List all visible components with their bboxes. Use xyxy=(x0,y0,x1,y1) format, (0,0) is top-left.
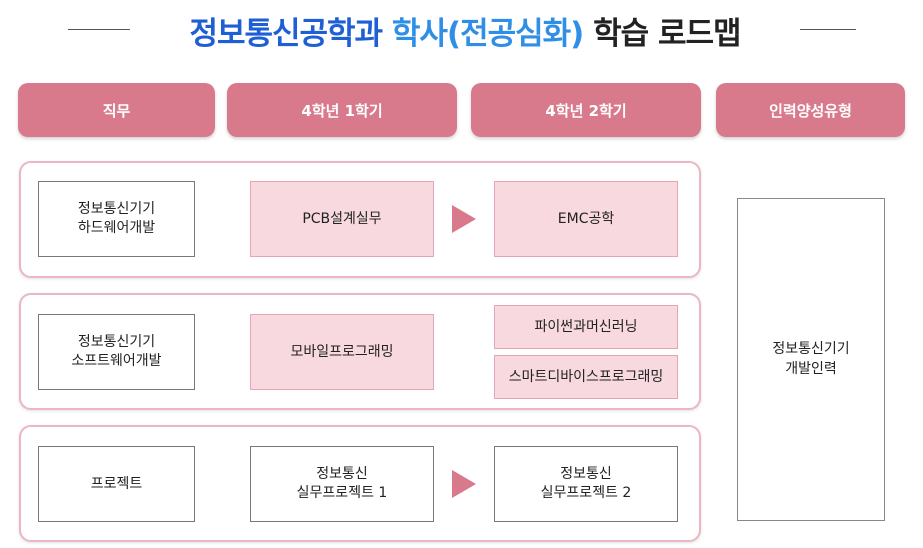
header-job: 직무 xyxy=(18,83,215,137)
course-project-1: 정보통신 실무프로젝트 1 xyxy=(250,446,434,522)
title-roadmap: 학습 로드맵 xyxy=(593,16,741,52)
course-mobile-programming: 모바일프로그래밍 xyxy=(250,314,434,390)
title-line-left xyxy=(68,29,130,30)
arrow-right-icon xyxy=(452,470,476,498)
page-title: 정보통신공학과 학사(전공심화) 학습 로드맵 xyxy=(130,8,800,53)
job-project: 프로젝트 xyxy=(38,446,195,522)
title-degree: 학사(전공심화) xyxy=(391,16,584,52)
course-python-ml: 파이썬과머신러닝 xyxy=(494,305,678,349)
title-dept: 정보통신공학과 xyxy=(189,16,383,52)
course-smart-device: 스마트디바이스프로그래밍 xyxy=(494,355,678,399)
title-row: 정보통신공학과 학사(전공심화) 학습 로드맵 xyxy=(0,0,923,62)
job-hardware: 정보통신기기 하드웨어개발 xyxy=(38,181,195,257)
course-project-2: 정보통신 실무프로젝트 2 xyxy=(494,446,678,522)
job-software: 정보통신기기 소프트웨어개발 xyxy=(38,314,195,390)
title-line-right xyxy=(800,29,856,30)
course-emc: EMC공학 xyxy=(494,181,678,257)
course-pcb-design: PCB설계실무 xyxy=(250,181,434,257)
header-sem1: 4학년 1학기 xyxy=(227,83,457,137)
header-talent: 인력양성유형 xyxy=(716,83,905,137)
arrow-right-icon xyxy=(452,205,476,233)
talent-type: 정보통신기기 개발인력 xyxy=(737,198,885,521)
header-sem2: 4학년 2학기 xyxy=(471,83,701,137)
